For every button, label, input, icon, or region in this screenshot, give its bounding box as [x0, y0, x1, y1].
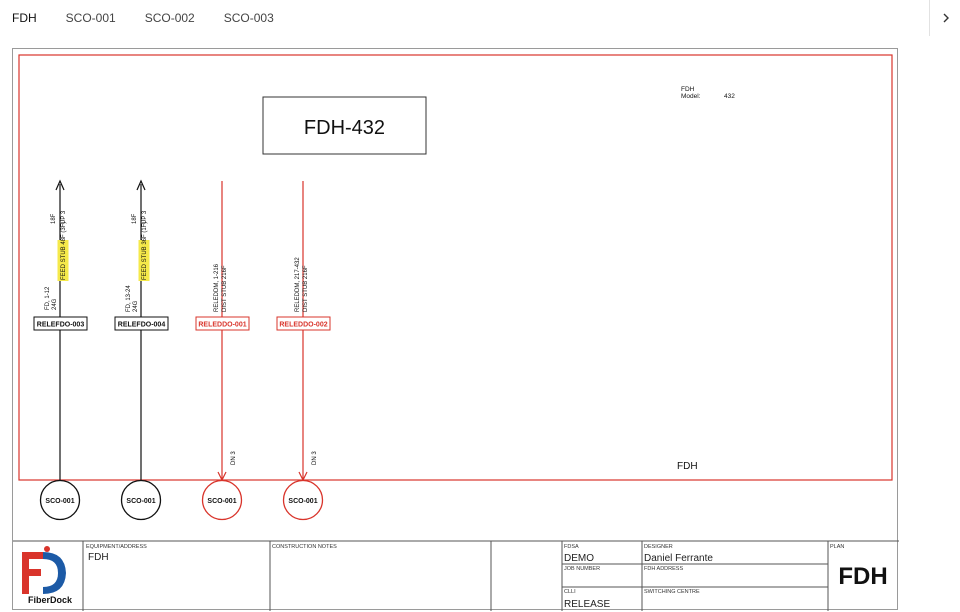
feeder-1-tag-box: [33, 316, 88, 331]
tab-sco-002[interactable]: SCO-002: [144, 11, 195, 25]
sco-node-2-label: SCO-001: [126, 498, 155, 505]
logo-dot: [44, 546, 50, 552]
plan-label: PLAN: [830, 544, 844, 550]
chevron-right-icon: [943, 13, 949, 23]
job-number-label: JOB NUMBER: [564, 566, 600, 572]
feeder-2-up: UP 3: [142, 210, 148, 224]
distribution-1-tag: RELEDDO-001: [198, 322, 246, 329]
distribution-cable-2: RELEDDM, 217-432 DIST STUB 216F RELEDDO-…: [276, 181, 331, 482]
sco-node-1-label: SCO-001: [45, 498, 74, 505]
feeder-1-count: 24G: [52, 298, 58, 310]
distribution-2-stub: DIST STUB 216F: [303, 265, 309, 312]
feeder-1-stub: FEED STUB 48F (3F): [61, 222, 67, 280]
fdsa-label: FDSA: [564, 544, 579, 550]
fdh-title-box: [262, 96, 427, 155]
tab-bar: FDH SCO-001 SCO-002 SCO-003: [0, 0, 928, 36]
sco-node-1[interactable]: SCO-001: [39, 479, 81, 521]
equipment-value: FDH: [88, 552, 109, 563]
feeder-2-highlight-bg: [138, 240, 150, 281]
plan-value: FDH: [838, 563, 887, 590]
feeder-1-fiber: 18F: [51, 213, 57, 224]
distribution-1-range: RELEDDM, 1-216: [214, 263, 220, 312]
sco-node-4-label: SCO-001: [288, 498, 317, 505]
fiberdock-logo: FiberDock: [22, 546, 73, 605]
schematic-canvas: FDH-432 FDH Model: 432 FDH 18F UP 3 FEED…: [13, 54, 899, 611]
feeder-1-up: UP 3: [61, 210, 67, 224]
sco-node-4[interactable]: SCO-001: [282, 479, 324, 521]
drawing-sheet: FDH-432 FDH Model: 432 FDH 18F UP 3 FEED…: [12, 48, 899, 611]
designer-value: Daniel Ferrante: [644, 553, 713, 564]
info-name: FDH: [681, 86, 695, 93]
sco-node-2[interactable]: SCO-001: [120, 479, 162, 521]
construction-notes-label: CONSTRUCTION NOTES: [272, 544, 337, 550]
side-panel-toggle[interactable]: [929, 0, 960, 36]
distribution-1-dn: DN 3: [231, 451, 237, 465]
info-model-value: 432: [724, 93, 735, 100]
distribution-2-range: RELEDDM, 217-432: [295, 257, 301, 312]
feeder-cable-2: 18F UP 3 FEED STUB 36F (1F) FD, 13-24 24…: [114, 179, 169, 481]
fdsa-value: DEMO: [564, 553, 594, 564]
arrow-up-icon: [136, 179, 146, 191]
feeder-2-range: FD, 13-24: [126, 285, 132, 312]
logo-text: FiberDock: [28, 595, 73, 605]
arrow-up-icon: [55, 179, 65, 191]
fdh-boundary: [18, 54, 893, 481]
sco-node-3[interactable]: SCO-001: [201, 479, 243, 521]
feeder-1-range: FD, 1-12: [45, 286, 51, 310]
tab-sco-001[interactable]: SCO-001: [65, 11, 116, 25]
equipment-label: EQUIPMENT/ADDRESS: [86, 544, 147, 550]
info-model-label: Model:: [681, 93, 701, 100]
clli-value: RELEASE: [564, 599, 610, 610]
fdh-address-label: FDH ADDRESS: [644, 566, 683, 572]
logo-d-mark: [43, 552, 66, 594]
distribution-cable-1: RELEDDM, 1-216 DIST STUB 216F RELEDDO-00…: [195, 181, 250, 482]
feeder-2-tag: RELEFDO-004: [118, 322, 166, 329]
feeder-cable-1: 18F UP 3 FEED STUB 48F (3F) FD, 1-12 24G…: [33, 179, 88, 481]
feeder-2-fiber: 18F: [132, 213, 138, 224]
feeder-1-highlight-bg: [57, 240, 69, 281]
feeder-2-tag-box: [114, 316, 169, 331]
distribution-2-tag-box: [276, 316, 331, 331]
fdh-bottom-label: FDH: [677, 461, 698, 472]
fdh-title: FDH-432: [304, 117, 385, 139]
logo-f-mark: [22, 552, 43, 594]
title-block: [13, 540, 899, 611]
feeder-2-stub: FEED STUB 36F (1F): [142, 222, 148, 280]
tab-sco-003[interactable]: SCO-003: [223, 11, 274, 25]
distribution-2-dn: DN 3: [312, 451, 318, 465]
tab-fdh[interactable]: FDH: [12, 11, 37, 25]
sco-node-3-label: SCO-001: [207, 498, 236, 505]
distribution-2-tag: RELEDDO-002: [279, 322, 327, 329]
designer-label: DESIGNER: [644, 544, 673, 550]
feeder-2-count: 24G: [133, 300, 139, 312]
switching-centre-label: SWITCHING CENTRE: [644, 589, 700, 595]
feeder-1-tag: RELEFDO-003: [37, 322, 85, 329]
distribution-1-tag-box: [195, 316, 250, 331]
distribution-1-stub: DIST STUB 216F: [222, 265, 228, 312]
clli-label: CLLI: [564, 589, 576, 595]
